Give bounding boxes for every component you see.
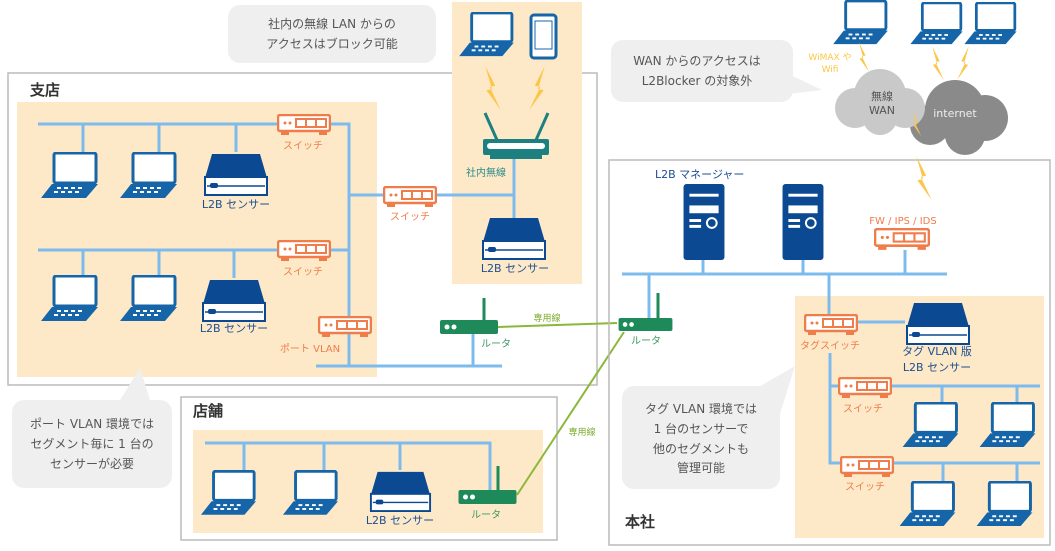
wireless-wan-label: WAN	[869, 104, 895, 117]
hq-note-line: 管理可能	[677, 460, 725, 475]
branch-port-vlan-zone	[17, 102, 377, 377]
store-router-icon	[458, 490, 517, 504]
branch-office-frame	[7, 72, 598, 386]
port-vlan-label: ポート VLAN	[280, 343, 340, 355]
branch-note-line: センサーが必要	[50, 456, 134, 471]
port-vlan-switch-icon	[318, 316, 372, 338]
access-point-label: 社内無線	[466, 166, 506, 179]
wireless-note-line: 社内の無線 LAN からの	[268, 16, 396, 31]
wireless-wan-cloud-icon	[835, 69, 925, 135]
store-frame	[180, 396, 558, 541]
wireless-wan-label: 無線	[871, 89, 893, 103]
wimax-label: Wifi	[822, 65, 839, 75]
remote-laptop-icon	[908, 2, 965, 46]
branch-note-line: ポート VLAN 環境では	[30, 416, 154, 431]
hq-bus-lines	[622, 250, 1040, 481]
wireless-note-bubble	[228, 5, 436, 63]
tag-switch-icon	[804, 314, 858, 336]
switch-icon	[840, 456, 894, 478]
branch-router-icon	[440, 320, 498, 334]
leased-line-label: 専用線	[568, 426, 595, 438]
wimax-label: WiMAX や	[808, 52, 851, 63]
store-bus-lines	[205, 441, 492, 490]
branch-title: 支店	[29, 81, 60, 99]
sensor-label: L2B センサー	[366, 514, 434, 527]
sensor-label: L2B センサー	[200, 322, 268, 335]
wireless-access-point-icon	[483, 112, 550, 159]
tag-sensor-label: タグ VLAN 版	[902, 344, 972, 358]
sensor-label: L2B センサー	[202, 198, 270, 211]
switch-label: スイッチ	[283, 266, 323, 278]
hq-note-line: タグ VLAN 環境では	[645, 401, 757, 416]
switch-icon	[277, 240, 331, 262]
remote-laptop-icon	[831, 0, 890, 46]
wireless-signal-icon	[858, 42, 870, 72]
tag-switch-label: タグスイッチ	[800, 339, 860, 352]
leased-line-label: 専用線	[533, 312, 560, 324]
tag-vlan-sensor-icon	[905, 301, 971, 345]
switch-icon	[838, 377, 892, 399]
wan-link-signal-icon	[916, 156, 932, 200]
router-label: ルータ	[471, 509, 501, 521]
leased-line	[516, 331, 625, 496]
l2b-sensor-icon	[481, 216, 547, 260]
router-label: ルータ	[631, 335, 661, 347]
remote-laptop-icon	[962, 2, 1019, 46]
router-label: ルータ	[481, 338, 511, 350]
branch-note-line: セグメント毎に 1 台の	[30, 436, 153, 451]
store-title: 店舗	[193, 402, 223, 420]
wireless-signal-icon	[932, 46, 944, 80]
switch-label: スイッチ	[390, 211, 430, 223]
switch-label: スイッチ	[283, 140, 323, 152]
wan-note-bubble	[611, 40, 822, 102]
server-icon	[782, 184, 824, 260]
wireless-note-line: アクセスはブロック可能	[266, 36, 397, 51]
l2b-sensor-icon	[204, 153, 268, 196]
branch-note-bubble	[12, 368, 172, 488]
leased-line	[497, 322, 618, 328]
switch-icon	[277, 114, 331, 136]
branch-bus-lines	[38, 122, 516, 368]
tag-sensor-label: L2B センサー	[903, 361, 971, 374]
wireless-signal-icon	[957, 46, 969, 80]
wan-note-line: WAN からのアクセスは	[633, 54, 761, 68]
switch-label: スイッチ	[845, 481, 885, 493]
l2b-sensor-icon	[202, 279, 266, 322]
firewall-icon	[874, 228, 930, 251]
hq-note-bubble	[622, 366, 795, 489]
hq-frame	[608, 159, 1051, 546]
hq-router-icon	[618, 318, 673, 331]
hq-title: 本社	[625, 513, 655, 531]
hq-note-line: 1 台のセンサーで	[654, 421, 749, 436]
switch-label: スイッチ	[843, 403, 883, 415]
hq-note-line: 他のセグメントも	[653, 442, 749, 456]
l2b-sensor-icon	[369, 470, 432, 512]
sensor-label: L2B センサー	[481, 262, 549, 275]
firewall-label: FW / IPS / IDS	[869, 216, 936, 227]
l2b-manager-server-icon	[683, 184, 725, 260]
switch-icon	[383, 186, 437, 208]
manager-label: L2B マネージャー	[655, 168, 744, 181]
smartphone-icon	[529, 13, 558, 60]
wan-note-line: L2Blocker の対象外	[642, 74, 752, 88]
internet-label: internet	[933, 107, 977, 120]
